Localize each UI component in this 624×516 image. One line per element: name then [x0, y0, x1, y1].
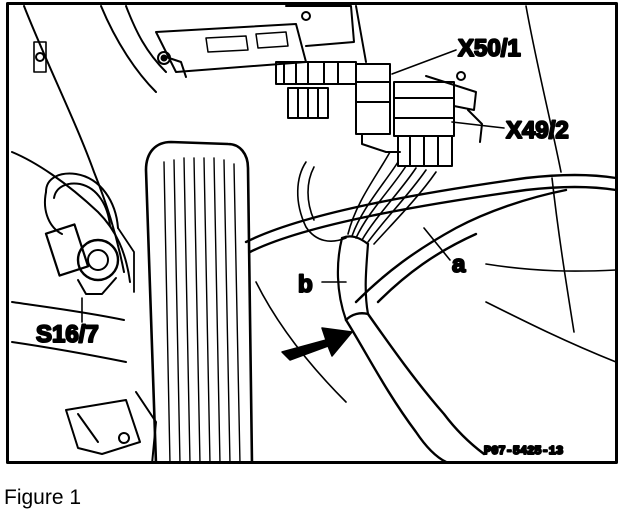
- wire-bundle: [296, 151, 437, 245]
- harness-section-b: [336, 235, 370, 322]
- label-x49-2: X49/2: [506, 117, 569, 144]
- figure-border: [6, 2, 618, 464]
- pointer-arrow: [281, 327, 353, 361]
- label-x50-1: X50/1: [458, 35, 521, 62]
- harness-section-a: [244, 173, 618, 464]
- technical-illustration: X50/1 X49/2 a b S16/7 P07-5425-13: [6, 2, 618, 464]
- floor-bracket: [65, 391, 157, 464]
- leader-x50: [391, 49, 457, 75]
- leader-x49: [451, 121, 505, 129]
- label-a: a: [452, 251, 466, 278]
- connector-cluster: [275, 61, 483, 167]
- leader-a: [423, 227, 451, 261]
- leader-lines: [81, 49, 505, 323]
- reference-code: P07-5425-13: [484, 444, 563, 458]
- figure-frame: X50/1 X49/2 a b S16/7 P07-5425-13: [6, 2, 618, 464]
- label-s16-7: S16/7: [36, 321, 99, 348]
- label-b: b: [298, 271, 313, 298]
- floor-lines: [255, 5, 617, 403]
- accelerator-pedal: [144, 140, 254, 464]
- switch-s16-7: [44, 172, 135, 295]
- figure-caption: Figure 1: [4, 486, 82, 509]
- left-side-panel: [11, 5, 167, 363]
- mounting-bracket: [155, 5, 367, 78]
